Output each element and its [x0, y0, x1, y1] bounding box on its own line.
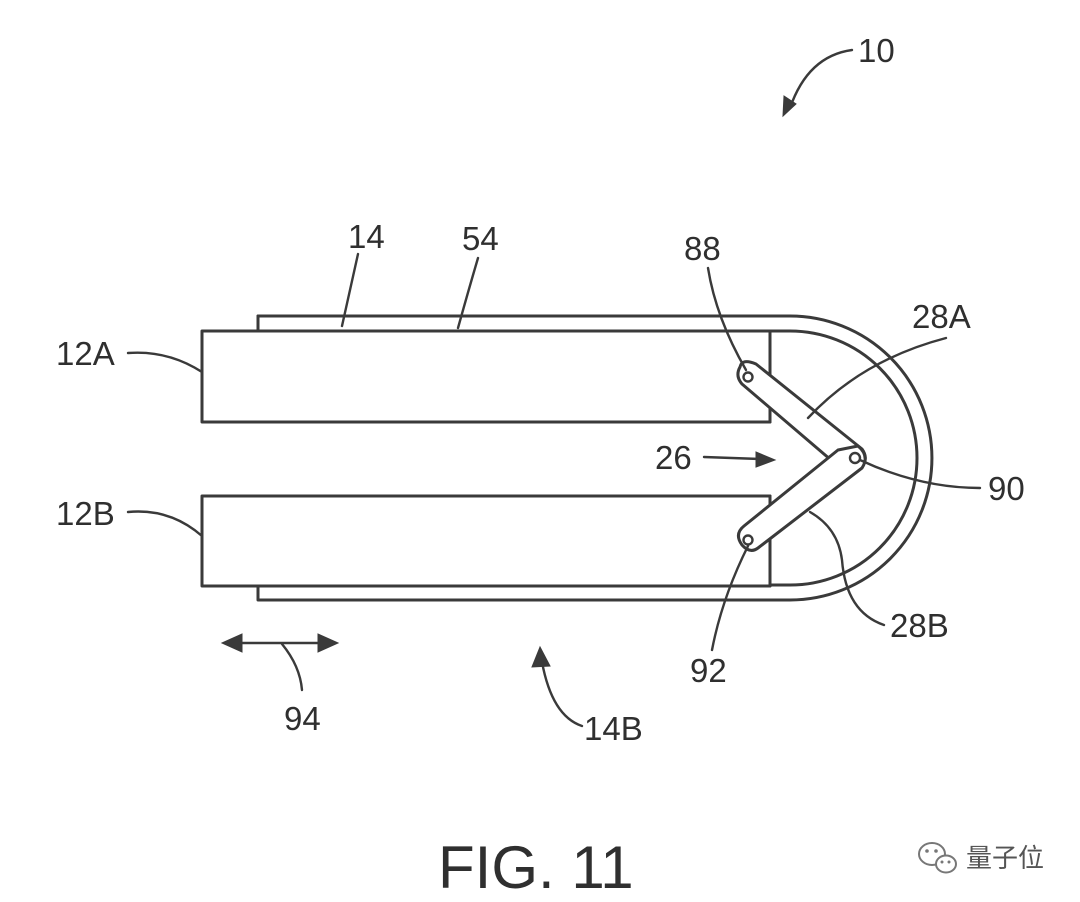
panel-12a — [200, 329, 772, 424]
label-14: 14 — [348, 218, 385, 255]
arrowhead-10 — [782, 95, 797, 118]
watermark-text: 量子位 — [966, 844, 1044, 874]
leader-54 — [456, 256, 480, 330]
label-54: 54 — [462, 220, 499, 257]
housing-inner-shell — [768, 329, 919, 587]
leader-88 — [706, 266, 748, 372]
label-12a: 12A — [56, 335, 115, 372]
leader-12b — [126, 510, 204, 538]
leader-28b — [808, 510, 886, 627]
leader-14 — [340, 252, 360, 328]
label-12b: 12B — [56, 495, 115, 532]
leader-94 — [280, 642, 304, 692]
leader-28a — [806, 336, 948, 420]
arrow-94-left-head — [220, 633, 243, 653]
arrowhead-26 — [755, 451, 777, 468]
figure-caption: FIG. 11 — [438, 834, 634, 901]
leader-10 — [788, 48, 854, 110]
label-28a: 28A — [912, 298, 971, 335]
label-90: 90 — [988, 470, 1025, 507]
leader-90 — [858, 458, 982, 490]
label-28b: 28B — [890, 607, 949, 644]
label-92: 92 — [690, 652, 727, 689]
panel-12b — [200, 494, 772, 588]
pivot-90 — [848, 451, 862, 465]
pivot-88 — [742, 371, 754, 383]
arrow-94-right-head — [317, 633, 340, 653]
label-94: 94 — [284, 700, 321, 737]
label-10: 10 — [858, 32, 895, 69]
link-28b — [737, 444, 867, 552]
leader-92 — [710, 544, 750, 652]
arrowhead-14b — [531, 645, 551, 668]
wechat-icon — [918, 842, 957, 874]
leader-26 — [702, 455, 762, 461]
label-26: 26 — [655, 439, 692, 476]
leader-12a — [126, 351, 204, 374]
housing-outer-shell — [256, 314, 934, 602]
leader-14b — [540, 660, 584, 728]
label-14b: 14B — [584, 710, 643, 747]
pivot-92 — [742, 534, 754, 546]
label-88: 88 — [684, 230, 721, 267]
